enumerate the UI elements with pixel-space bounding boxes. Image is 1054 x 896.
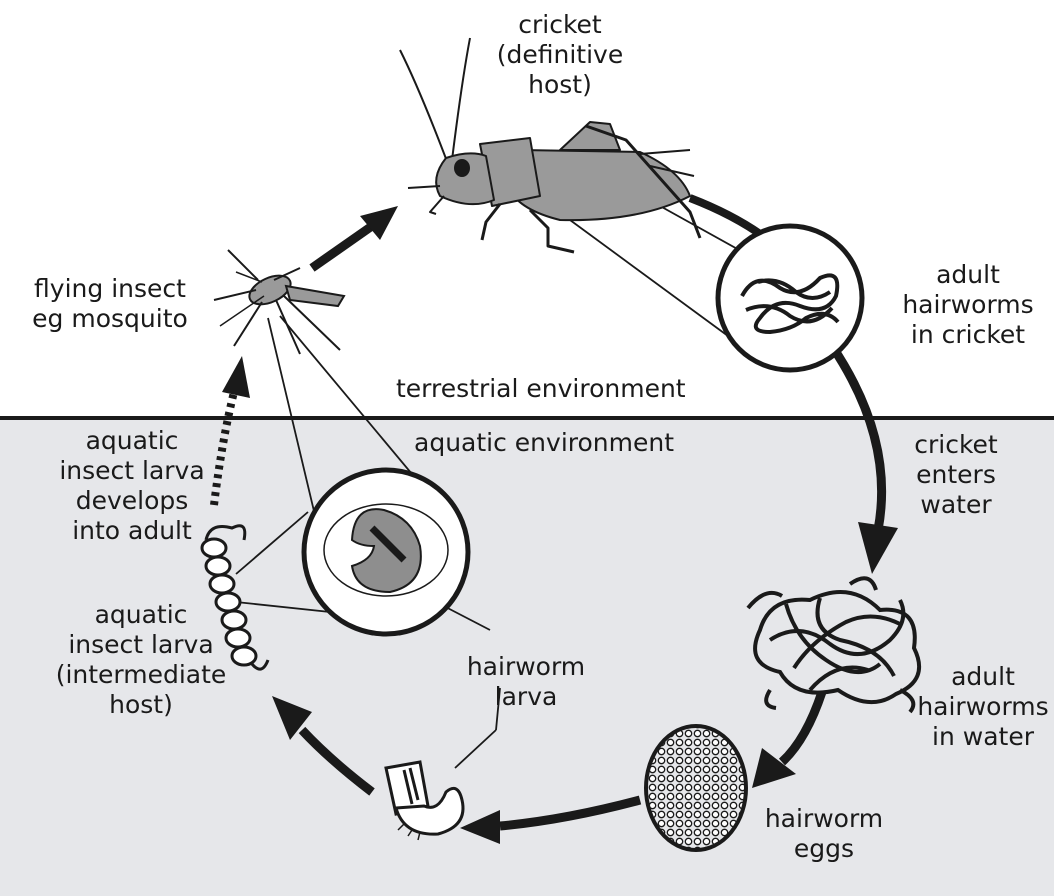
hairworms-in-cricket-inset bbox=[718, 226, 862, 370]
hairworm-eggs-cluster bbox=[646, 726, 746, 850]
label-cricket-enters-water: cricket enters water bbox=[896, 430, 1016, 520]
arrowhead-develops bbox=[222, 356, 250, 398]
label-flying-insect: flying insect eg mosquito bbox=[20, 274, 200, 334]
label-terrestrial-environment: terrestrial environment bbox=[396, 374, 686, 404]
label-adult-hairworms-in-water: adult hairworms in water bbox=[912, 662, 1054, 752]
label-hairworm-eggs: hairworm eggs bbox=[754, 804, 894, 864]
label-aquatic-environment: aquatic environment bbox=[414, 428, 674, 458]
label-cricket-definitive-host: cricket (definitive host) bbox=[470, 10, 650, 100]
hairworm-larva-inset bbox=[304, 470, 468, 634]
arrow-mosquito-to-cricket bbox=[312, 226, 372, 268]
label-larva-develops-into-adult: aquatic insect larva develops into adult bbox=[52, 426, 212, 546]
label-hairworm-larva: hairworm larva bbox=[456, 652, 596, 712]
mosquito-illustration bbox=[214, 250, 344, 354]
label-adult-hairworms-in-cricket: adult hairworms in cricket bbox=[882, 260, 1054, 350]
label-aquatic-insect-larva-host: aquatic insect larva (intermediate host) bbox=[46, 600, 236, 720]
